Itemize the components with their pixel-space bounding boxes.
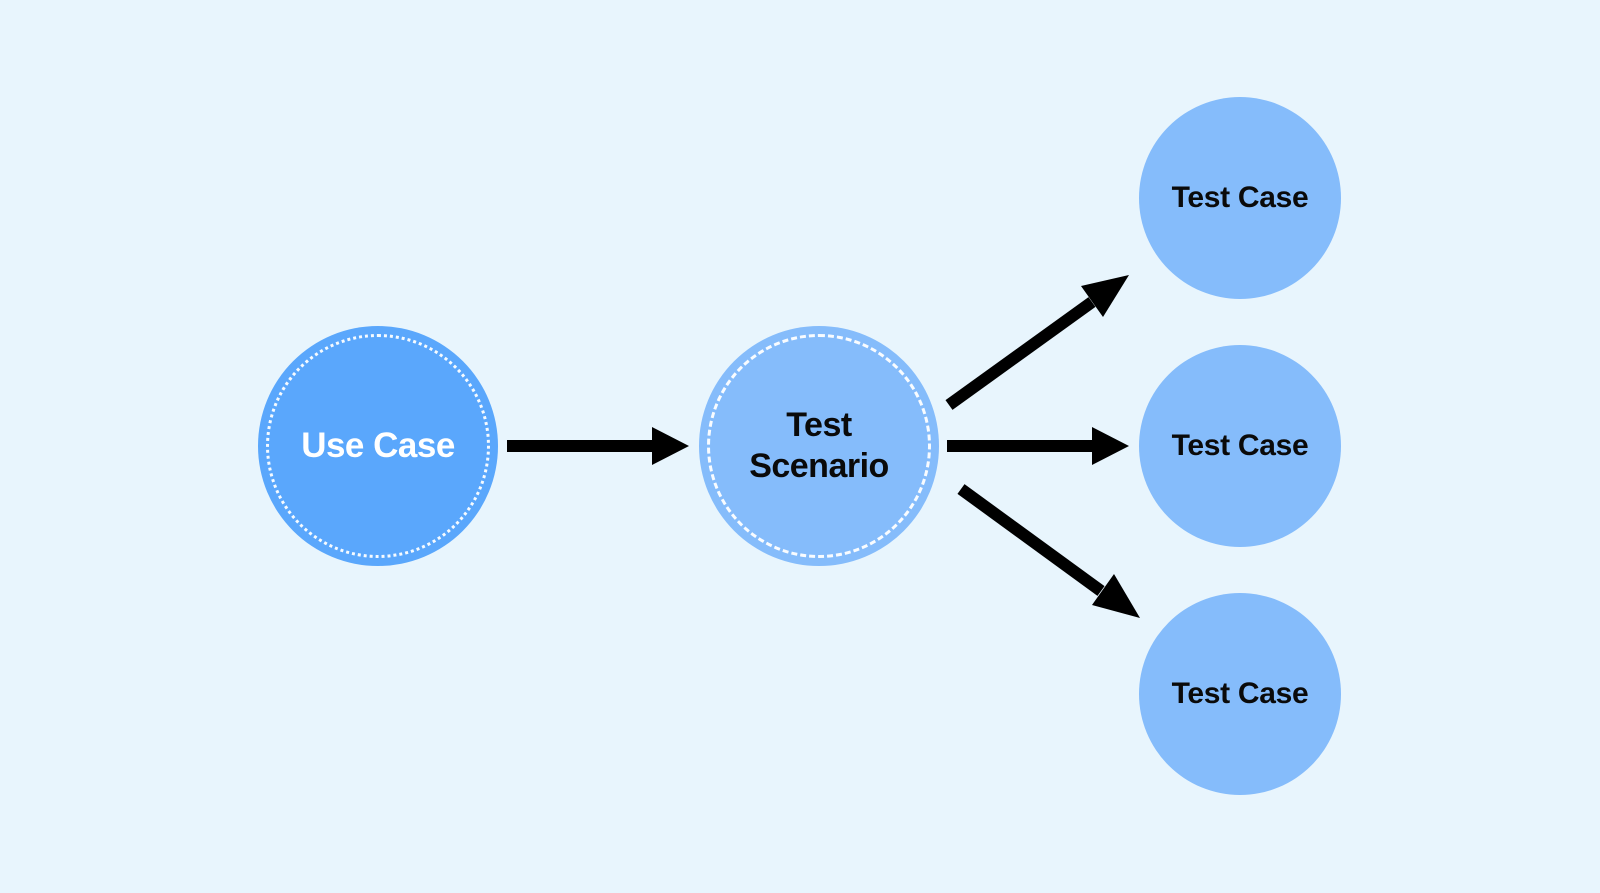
arrow-scenario-to-case-2 (947, 427, 1129, 465)
test-case-node-2: Test Case (1139, 345, 1341, 547)
arrow-scenario-to-case-1 (945, 275, 1129, 410)
arrowhead-icon (1092, 574, 1140, 618)
test-scenario-node: Test Scenario (699, 326, 939, 566)
test-case-label: Test Case (1171, 429, 1309, 462)
arrow-shaft (945, 297, 1096, 410)
arrow-scenario-to-case-3 (957, 484, 1140, 618)
test-case-label: Test Case (1171, 181, 1309, 214)
use-case-node: Use Case (258, 326, 498, 566)
arrow-use-case-to-scenario (507, 427, 689, 465)
arrowhead-icon (1092, 427, 1129, 465)
test-scenario-label: Test Scenario (749, 406, 889, 485)
test-case-node-1: Test Case (1139, 97, 1341, 299)
arrowhead-icon (1081, 275, 1129, 317)
use-case-label: Use Case (301, 426, 455, 465)
test-case-node-3: Test Case (1139, 593, 1341, 795)
test-case-label: Test Case (1171, 677, 1309, 710)
arrowhead-icon (652, 427, 689, 465)
arrow-shaft (957, 484, 1105, 596)
